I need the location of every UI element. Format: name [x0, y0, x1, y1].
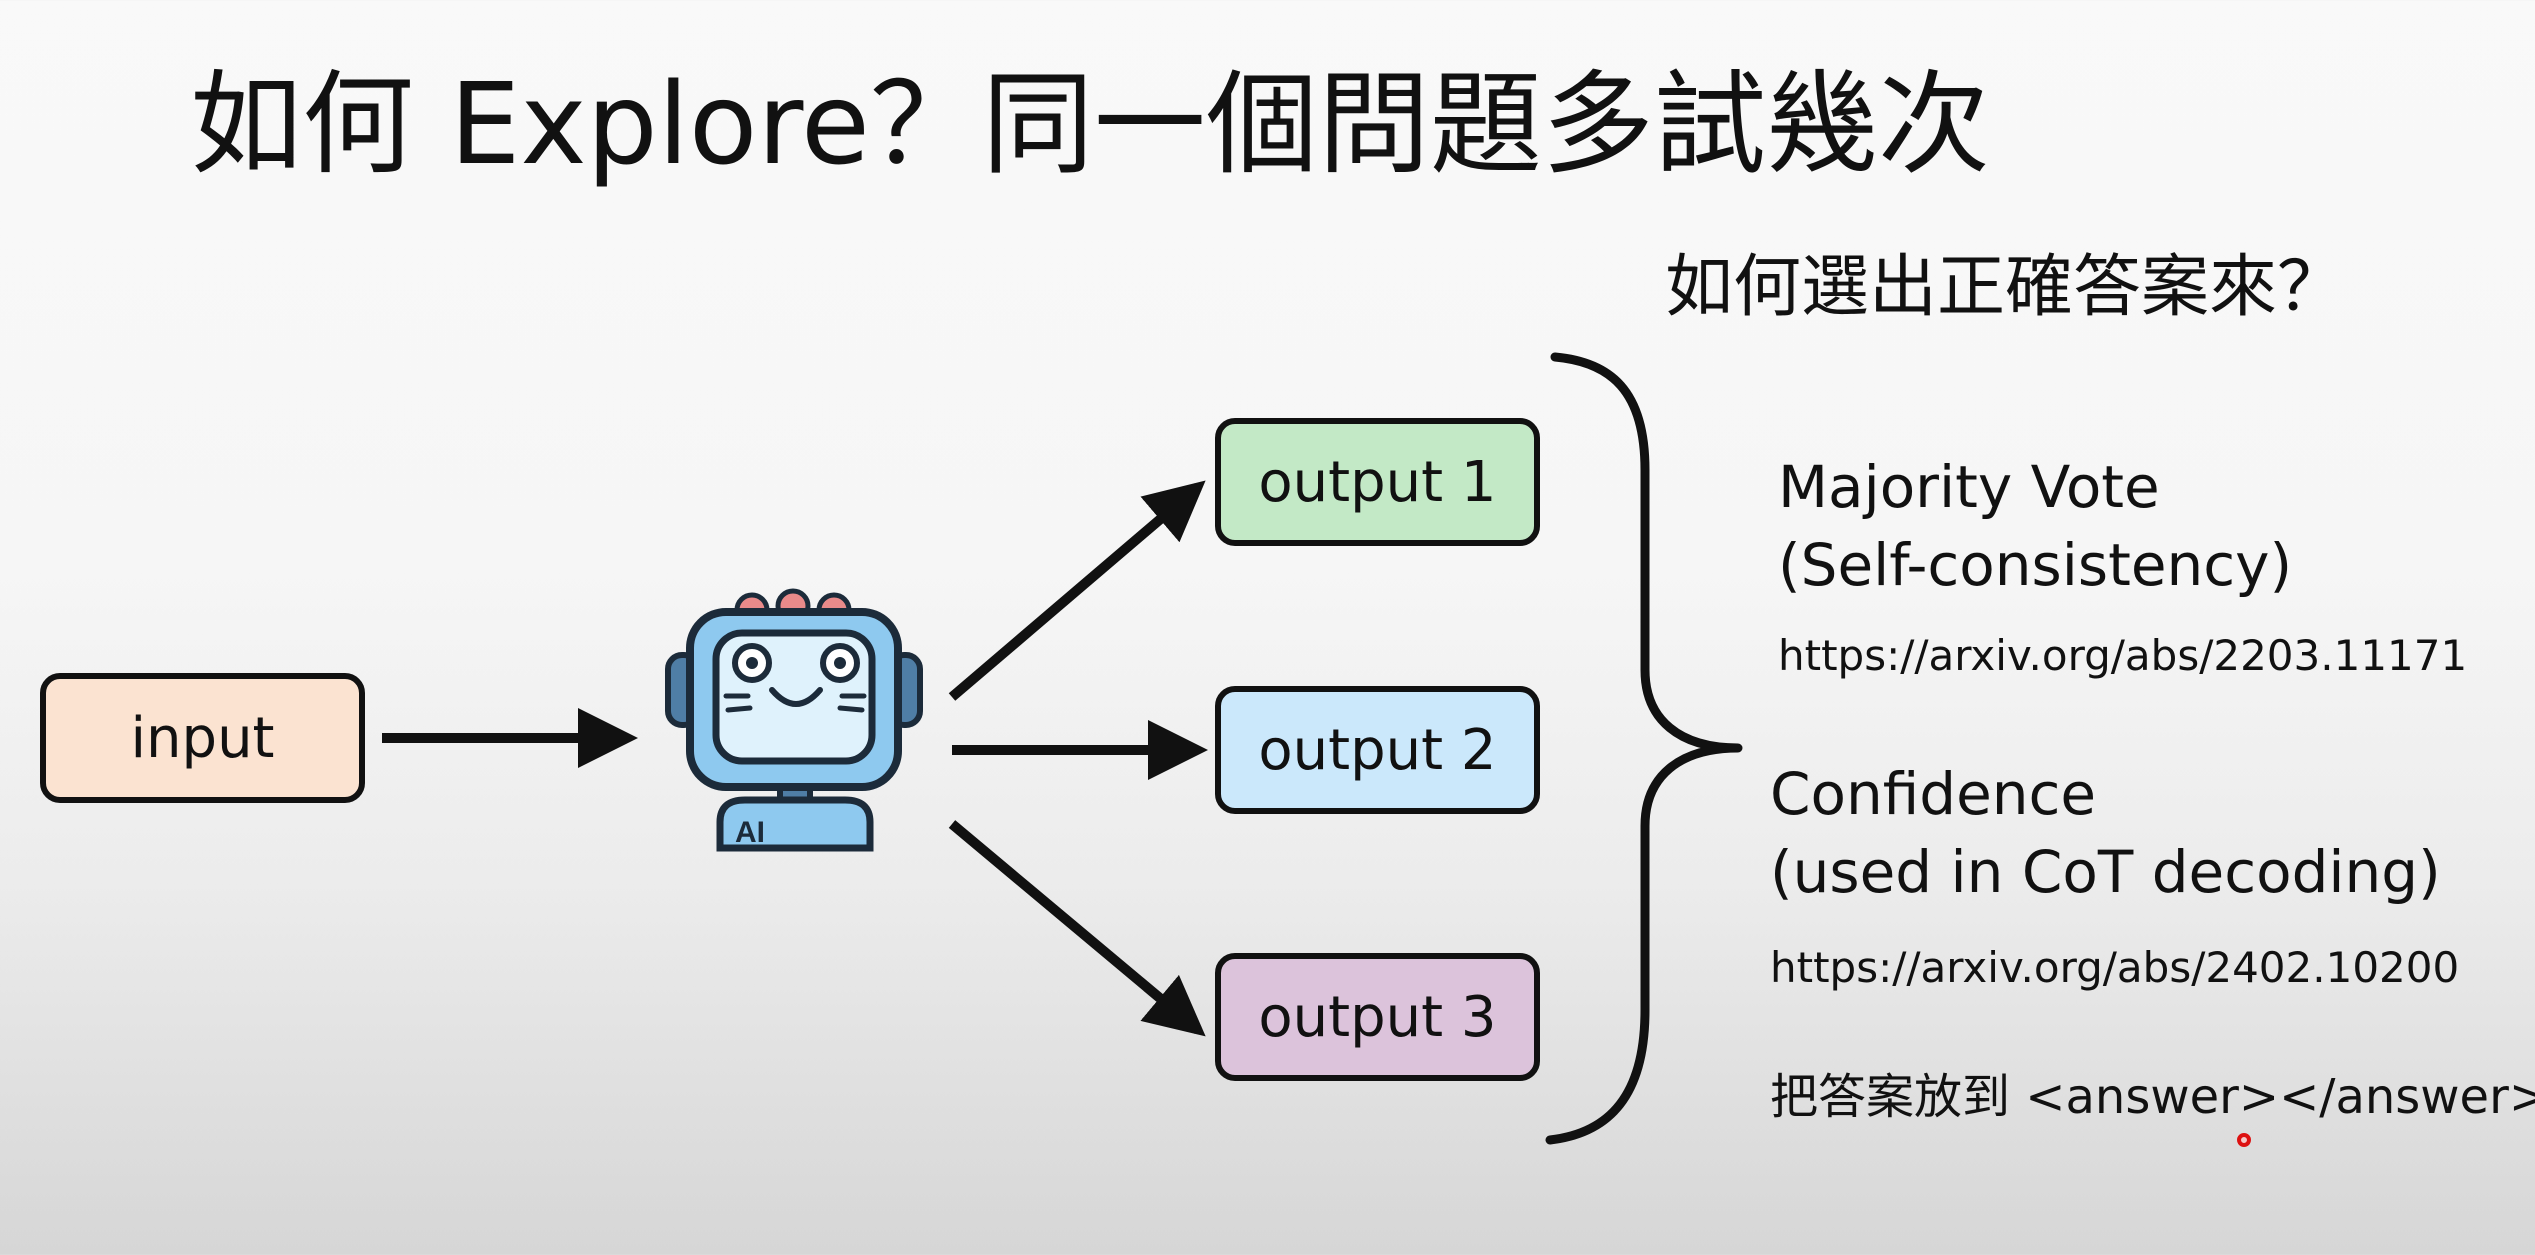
method-1-title-line-1: Majority Vote: [1778, 453, 2160, 521]
method-2-title-line-1: Confidence: [1770, 760, 2097, 828]
arrow-model-to-output-3: [948, 820, 1206, 1037]
output-box-3: output 3: [1215, 953, 1540, 1081]
robot-ai-label: AI: [735, 816, 765, 849]
answer-tag-note: 把答案放到 <answer></answer>: [1770, 1069, 2535, 1125]
input-box: input: [40, 673, 365, 803]
output-box-2: output 2: [1215, 686, 1540, 814]
output-box-1: output 1: [1215, 418, 1540, 546]
pointer-cursor: [2237, 1133, 2251, 1147]
method-1-title-line-2: (Self-consistency): [1778, 531, 2293, 599]
method-1-url: https://arxiv.org/abs/2203.11171: [1778, 631, 2468, 680]
slide-title: 如何 Explore？同一個問題多試幾次: [190, 60, 1990, 190]
method-majority-vote: Majority Vote (Self-consistency): [1778, 448, 2292, 604]
selection-question: 如何選出正確答案來？: [1665, 248, 2346, 327]
right-curly-brace: [1545, 352, 1743, 1145]
method-confidence: Confidence (used in CoT decoding): [1770, 755, 2441, 911]
method-2-title-line-2: (used in CoT decoding): [1770, 838, 2441, 906]
arrow-model-to-output-1: [948, 480, 1206, 701]
method-2-url: https://arxiv.org/abs/2402.10200: [1770, 943, 2460, 992]
robot-icon: AI: [665, 588, 923, 852]
